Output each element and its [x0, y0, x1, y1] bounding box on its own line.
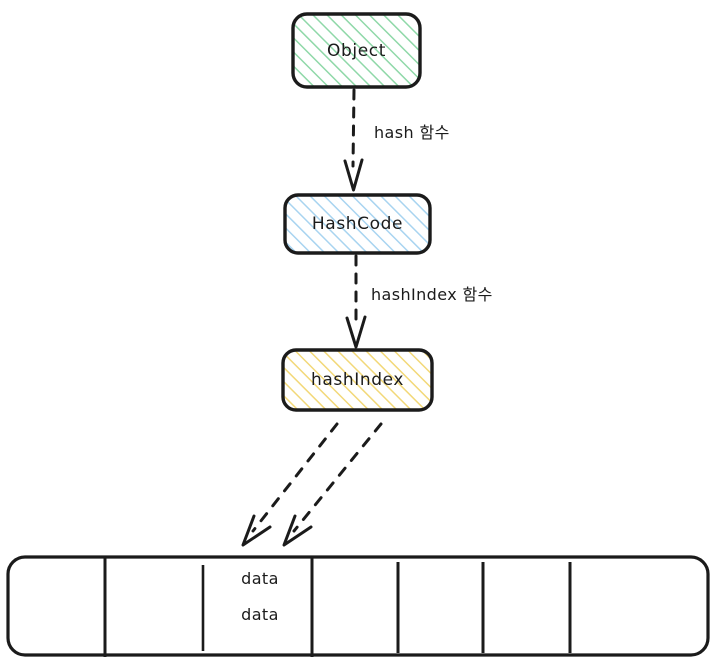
- edge-hashcode-to-hashindex: [345, 254, 367, 349]
- node-object-shape: [291, 12, 422, 89]
- node-hashcode-shape: [283, 193, 432, 255]
- array-outline: [6, 555, 710, 657]
- node-hashindex[interactable]: [281, 348, 434, 412]
- arrowhead-icon: [343, 158, 364, 192]
- node-object[interactable]: [291, 12, 422, 89]
- node-hashcode[interactable]: [283, 193, 432, 255]
- arrowhead-icon: [345, 315, 367, 349]
- edge-object-to-hashcode: [343, 88, 364, 192]
- arrowhead-icon: [241, 514, 272, 547]
- edge-label-hash-function: hash 함수: [374, 123, 450, 142]
- node-hashindex-shape: [281, 348, 434, 412]
- edge-hashindex-to-bucket-b: [282, 422, 383, 547]
- hash-table-array[interactable]: [6, 555, 710, 657]
- array-cell-entry: data: [241, 605, 279, 624]
- edge-label-hashindex-function: hashIndex 함수: [371, 285, 493, 304]
- array-cell-entry: data: [241, 569, 279, 588]
- edge-hashindex-to-bucket-a: [241, 422, 339, 547]
- arrowhead-icon: [282, 514, 313, 547]
